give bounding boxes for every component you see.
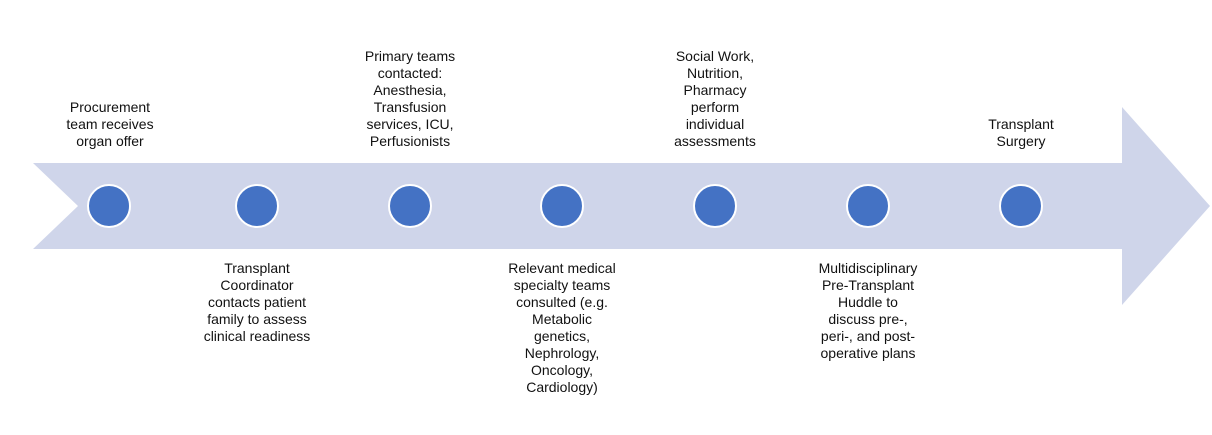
step-label-7: Transplant Surgery <box>988 116 1054 149</box>
step-label-3: Primary teams contacted: Anesthesia, Tra… <box>364 48 456 149</box>
timeline-marker-7 <box>999 184 1043 228</box>
timeline-marker-2 <box>235 184 279 228</box>
timeline-marker-6 <box>846 184 890 228</box>
step-label-5: Social Work, Nutrition, Pharmacy perform… <box>674 48 756 149</box>
timeline-marker-5 <box>693 184 737 228</box>
timeline-marker-1 <box>87 184 131 228</box>
timeline-marker-4 <box>540 184 584 228</box>
step-label-2: Transplant Coordinator contacts patient … <box>203 260 311 344</box>
step-label-4: Relevant medical specialty teams consult… <box>508 260 616 395</box>
step-label-6: Multidisciplinary Pre-Transplant Huddle … <box>818 260 918 361</box>
step-label-1: Procurement team receives organ offer <box>66 99 154 149</box>
timeline-marker-3 <box>388 184 432 228</box>
arrow-shape <box>33 107 1210 305</box>
